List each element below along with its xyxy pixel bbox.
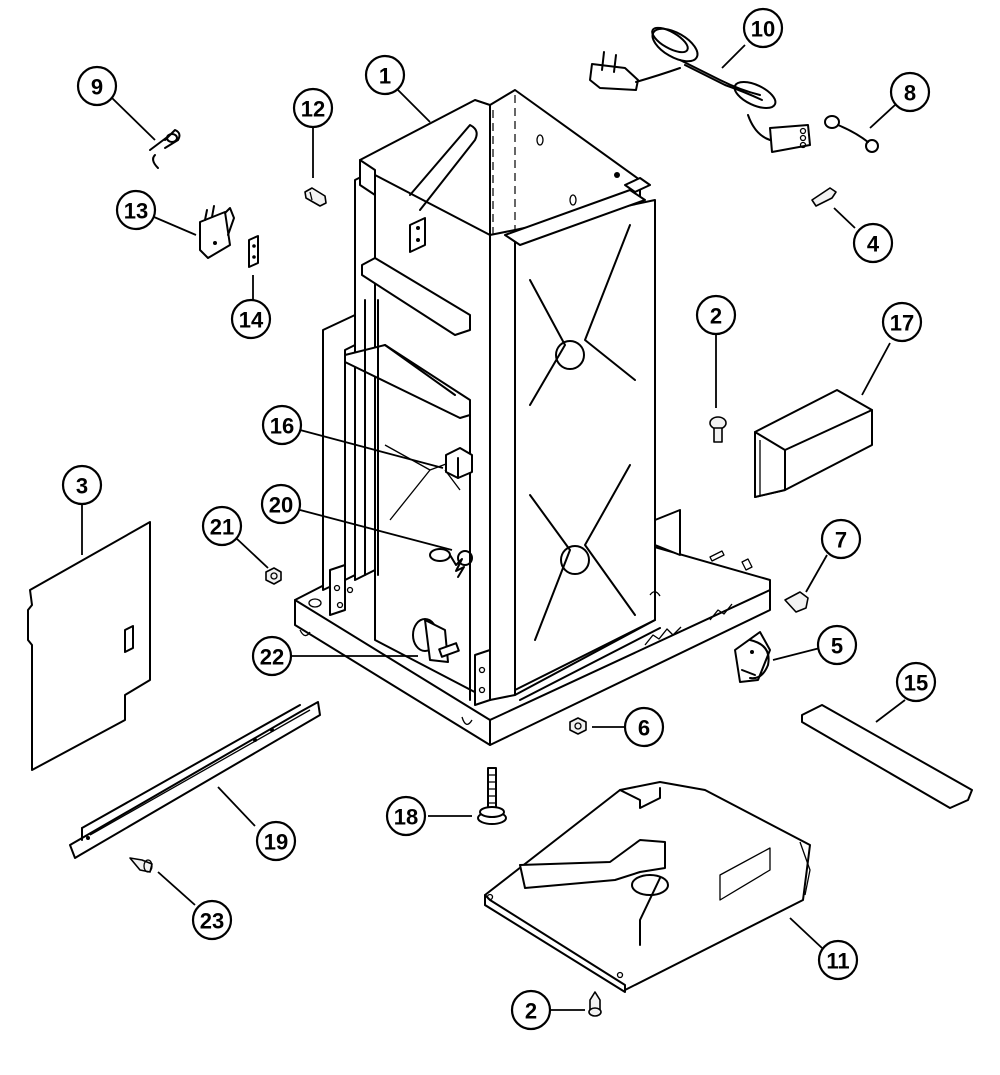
svg-text:18: 18 [394, 805, 418, 830]
x-cutout-upper [529, 224, 636, 406]
callout-19[interactable]: 19 [255, 820, 297, 862]
svg-text:17: 17 [890, 311, 914, 336]
callout-1[interactable]: 1 [364, 54, 406, 96]
callout-6[interactable]: 6 [623, 706, 665, 748]
part-8-clip [824, 115, 879, 153]
svg-text:14: 14 [239, 308, 264, 333]
callout-16[interactable]: 16 [261, 404, 303, 446]
callout-13[interactable]: 13 [115, 189, 157, 231]
svg-text:13: 13 [124, 199, 148, 224]
part-12-screw [304, 187, 327, 207]
callout-2-upper[interactable]: 2 [695, 294, 737, 336]
callout-18[interactable]: 18 [385, 795, 427, 837]
svg-text:1: 1 [379, 64, 391, 89]
leader-lines [81, 44, 906, 1011]
svg-text:15: 15 [904, 671, 928, 696]
part-16-relay [445, 447, 473, 479]
svg-text:8: 8 [904, 81, 916, 106]
part-6-nut [569, 717, 587, 735]
part-17-cover [754, 389, 873, 498]
callout-14[interactable]: 14 [230, 298, 272, 340]
callout-11[interactable]: 11 [817, 939, 859, 981]
svg-text:3: 3 [76, 474, 88, 499]
callout-7[interactable]: 7 [820, 518, 862, 560]
part-2-screw-upper [709, 416, 727, 443]
callout-23[interactable]: 23 [191, 899, 233, 941]
cabinet-frame [294, 89, 771, 746]
svg-text:5: 5 [831, 634, 843, 659]
part-18-leveling-foot [477, 767, 507, 825]
part-14-plate [248, 235, 259, 268]
svg-text:9: 9 [91, 75, 103, 100]
callout-8[interactable]: 8 [889, 71, 931, 113]
svg-text:2: 2 [710, 304, 722, 329]
callout-17[interactable]: 17 [881, 301, 923, 343]
part-5-pulley [734, 631, 771, 683]
part-19-rail [69, 701, 321, 859]
part-22-solenoid [412, 618, 460, 663]
part-20-spring [429, 548, 473, 578]
svg-text:4: 4 [867, 232, 880, 257]
svg-text:12: 12 [301, 97, 325, 122]
part-15-strip [801, 704, 973, 809]
callout-12[interactable]: 12 [292, 87, 334, 129]
part-23-screw [129, 857, 153, 873]
part-13-switch [199, 205, 235, 259]
svg-text:16: 16 [270, 414, 294, 439]
callout-3[interactable]: 3 [61, 464, 103, 506]
part-3-side-panel [27, 521, 151, 771]
part-9-lever [149, 129, 181, 169]
part-7-screw [784, 591, 809, 613]
callout-10[interactable]: 10 [742, 7, 784, 49]
part-21-nut [265, 567, 282, 585]
part-4-screw [811, 187, 837, 207]
part-2-screw-lower [588, 991, 602, 1017]
part-11-base-tray [484, 781, 811, 993]
svg-text:21: 21 [210, 515, 234, 540]
callout-15[interactable]: 15 [895, 661, 937, 703]
svg-text:23: 23 [200, 909, 224, 934]
callout-4[interactable]: 4 [852, 222, 894, 264]
svg-text:10: 10 [751, 17, 775, 42]
svg-text:6: 6 [638, 716, 650, 741]
callout-21[interactable]: 21 [201, 505, 243, 547]
svg-text:20: 20 [269, 493, 293, 518]
svg-text:22: 22 [260, 645, 284, 670]
part-10-power-cord [589, 26, 811, 153]
svg-text:19: 19 [264, 830, 288, 855]
callout-5[interactable]: 5 [816, 624, 858, 666]
callout-20[interactable]: 20 [260, 483, 302, 525]
x-cutout-lower [529, 464, 636, 641]
svg-text:2: 2 [525, 999, 537, 1024]
svg-text:11: 11 [826, 949, 849, 974]
callout-2-lower[interactable]: 2 [510, 989, 552, 1031]
callout-22[interactable]: 22 [251, 635, 293, 677]
callout-9[interactable]: 9 [76, 65, 118, 107]
svg-text:7: 7 [835, 528, 847, 553]
